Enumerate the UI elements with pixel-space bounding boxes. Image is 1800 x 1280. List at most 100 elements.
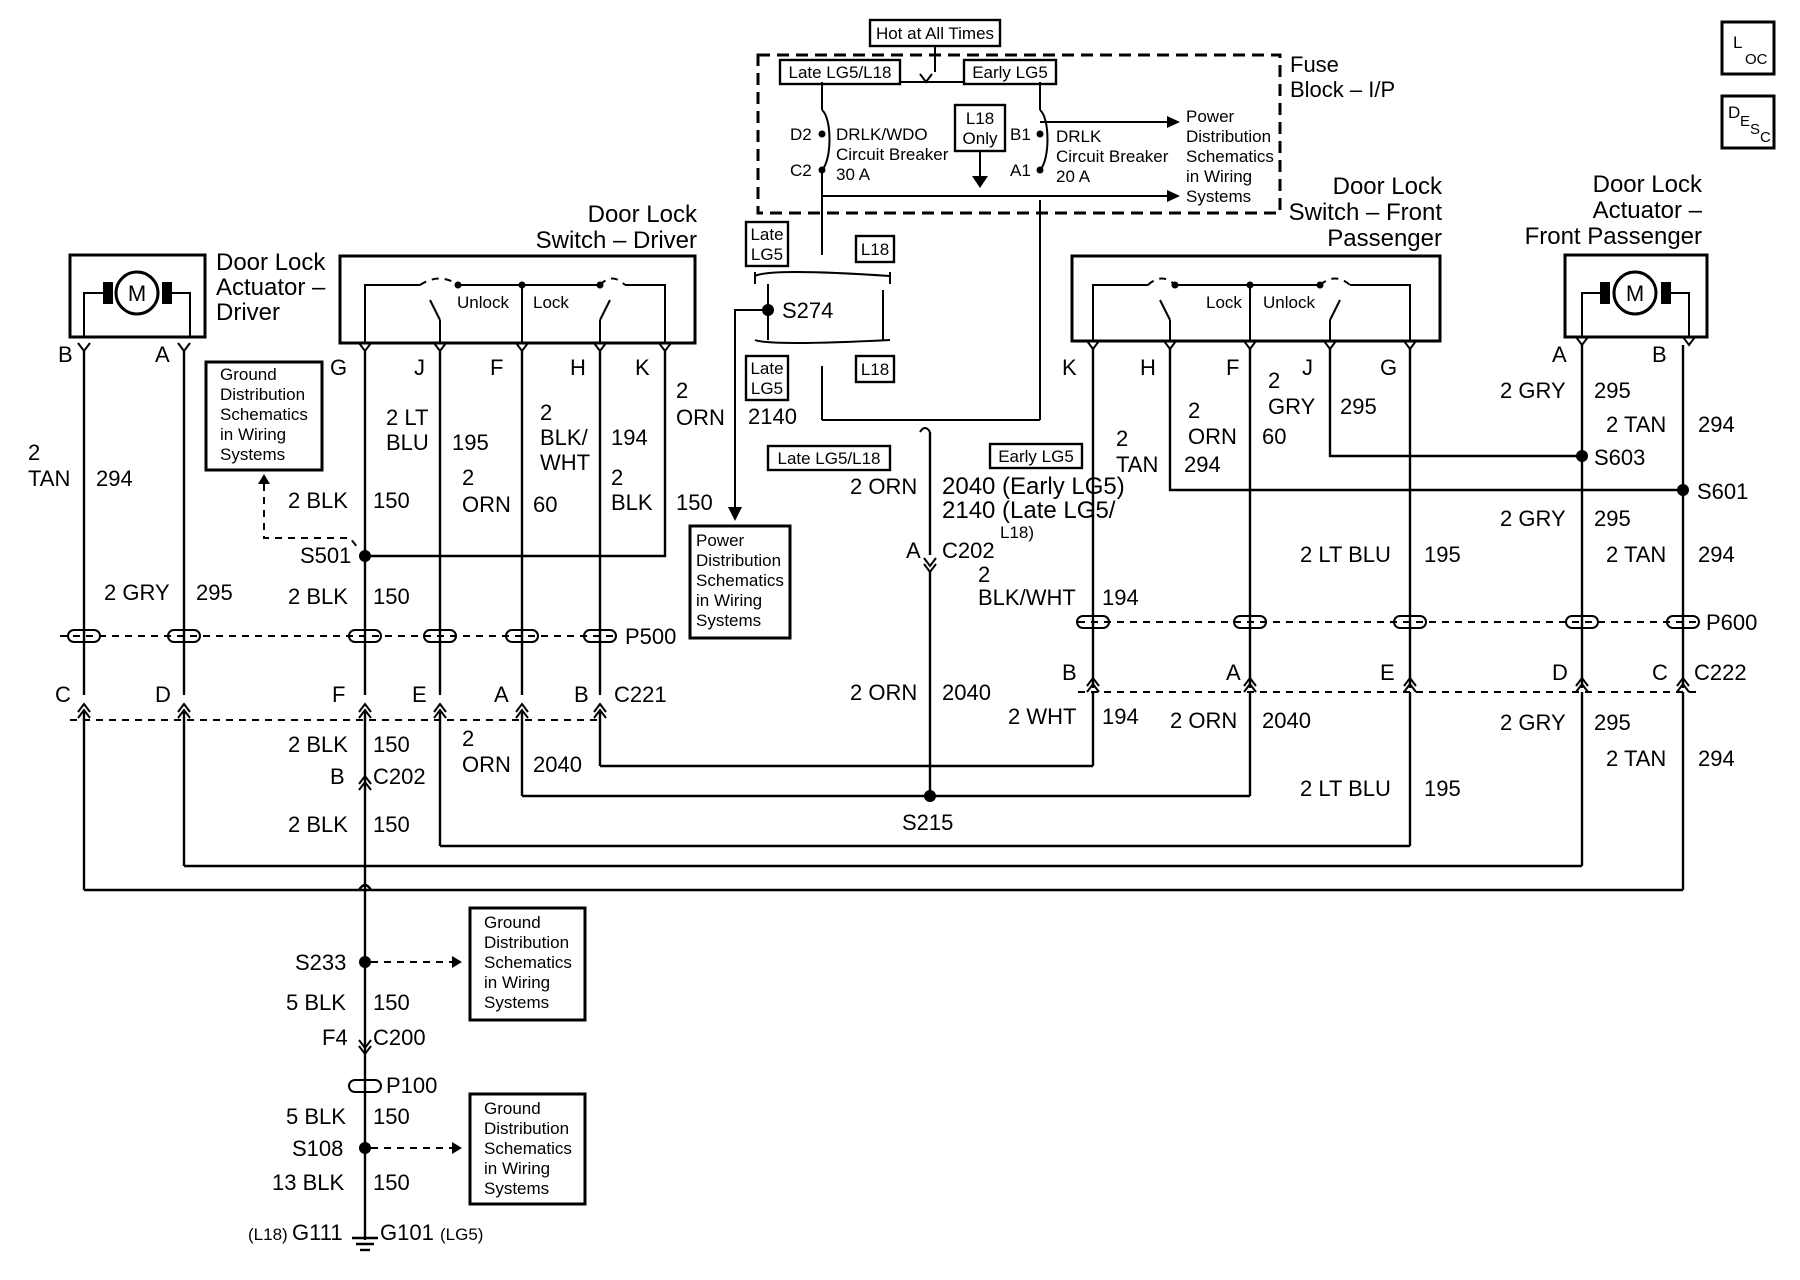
svg-text:60: 60 <box>1262 424 1286 449</box>
svg-text:G: G <box>1380 355 1397 380</box>
svg-text:2: 2 <box>462 465 474 490</box>
svg-text:J: J <box>1302 355 1313 380</box>
svg-text:C2: C2 <box>790 161 812 180</box>
svg-text:BLU: BLU <box>386 430 429 455</box>
svg-text:Systems: Systems <box>484 1179 549 1198</box>
svg-text:BLK/WHT: BLK/WHT <box>978 585 1076 610</box>
svg-text:Schematics: Schematics <box>484 1139 572 1158</box>
loc-main: L <box>1733 33 1742 52</box>
svg-text:2040: 2040 <box>1262 708 1311 733</box>
desc-s: S <box>1750 121 1760 138</box>
svg-text:294: 294 <box>1184 452 1221 477</box>
svg-text:E: E <box>412 682 427 707</box>
option-area: Late LG5 L18 S274 Late LG5 L18 2140 Late… <box>728 170 1084 521</box>
svg-text:2 GRY: 2 GRY <box>1500 710 1566 735</box>
loc-icon[interactable]: L OC <box>1720 20 1776 76</box>
svg-text:2 TAN: 2 TAN <box>1606 412 1666 437</box>
svg-text:P600: P600 <box>1706 610 1757 635</box>
svg-text:Systems: Systems <box>1186 187 1251 206</box>
svg-text:Door Lock: Door Lock <box>1593 171 1703 198</box>
svg-text:2: 2 <box>611 465 623 490</box>
svg-text:Late: Late <box>750 359 783 378</box>
svg-text:Circuit Breaker: Circuit Breaker <box>1056 147 1169 166</box>
svg-text:294: 294 <box>1698 412 1735 437</box>
svg-text:in Wiring: in Wiring <box>484 1159 550 1178</box>
svg-text:Late LG5/L18: Late LG5/L18 <box>777 449 880 468</box>
svg-text:5 BLK: 5 BLK <box>286 1104 346 1129</box>
svg-text:A: A <box>155 342 170 367</box>
svg-text:G: G <box>330 355 347 380</box>
ground-distribution-ref-box-bottom[interactable]: Ground Distribution Schematics in Wiring… <box>468 1092 587 1206</box>
svg-text:Passenger: Passenger <box>1327 225 1442 252</box>
ground-distribution-ref-box-mid[interactable]: Ground Distribution Schematics in Wiring… <box>468 906 587 1022</box>
svg-text:F4: F4 <box>322 1025 348 1050</box>
svg-text:Power: Power <box>696 531 745 550</box>
svg-text:2 BLK: 2 BLK <box>288 584 348 609</box>
desc-icon[interactable]: D E S C <box>1720 94 1776 150</box>
svg-text:G111: G111 <box>292 1220 343 1245</box>
svg-text:2040: 2040 <box>942 680 991 705</box>
svg-text:295: 295 <box>1594 710 1631 735</box>
desc-e: E <box>1740 113 1750 130</box>
svg-text:C200: C200 <box>373 1025 426 1050</box>
svg-text:Distribution: Distribution <box>696 551 781 570</box>
svg-text:Distribution: Distribution <box>1186 127 1271 146</box>
svg-text:F: F <box>1226 355 1239 380</box>
svg-text:2 BLK: 2 BLK <box>288 732 348 757</box>
svg-text:295: 295 <box>1594 506 1631 531</box>
svg-text:295: 295 <box>196 580 233 605</box>
svg-text:BLK/: BLK/ <box>540 425 589 450</box>
svg-text:B: B <box>574 682 589 707</box>
late-lg5-l18-tag-2 <box>766 444 892 472</box>
svg-text:2140: 2140 <box>748 404 797 429</box>
svg-text:A1: A1 <box>1010 161 1031 180</box>
svg-text:Door Lock: Door Lock <box>588 201 698 228</box>
svg-text:Actuator –: Actuator – <box>1593 197 1703 224</box>
power-distribution-ref-box[interactable]: Power Distribution Schematics in Wiring … <box>688 524 792 640</box>
svg-text:S233: S233 <box>295 950 346 975</box>
svg-text:Schematics: Schematics <box>484 953 572 972</box>
ground-distribution-ref-box-left[interactable]: Ground Distribution Schematics in Wiring… <box>204 360 324 472</box>
svg-text:Late LG5/L18: Late LG5/L18 <box>788 63 891 82</box>
svg-text:H: H <box>570 355 586 380</box>
svg-text:K: K <box>1062 355 1077 380</box>
svg-text:DRLK/WDO: DRLK/WDO <box>836 125 928 144</box>
svg-text:2 GRY: 2 GRY <box>1500 506 1566 531</box>
loc-sub: OC <box>1745 51 1768 68</box>
door-lock-actuator-passenger: M Door Lock Actuator – Front Passenger <box>1525 171 1709 339</box>
svg-text:2: 2 <box>540 400 552 425</box>
svg-text:BLK: BLK <box>611 490 653 515</box>
svg-text:Distribution: Distribution <box>484 933 569 952</box>
desc-c: C <box>1760 129 1771 146</box>
svg-text:Unlock: Unlock <box>1263 293 1315 312</box>
svg-text:Only: Only <box>963 129 998 148</box>
svg-text:DRLK: DRLK <box>1056 127 1102 146</box>
svg-text:2 TAN: 2 TAN <box>1606 746 1666 771</box>
fuse-block: Hot at All Times Late LG5/L18 Early LG5 … <box>756 18 1395 215</box>
svg-text:P100: P100 <box>386 1073 437 1098</box>
svg-text:G101: G101 <box>380 1220 434 1245</box>
l18-tag-2 <box>854 354 896 384</box>
svg-text:Door Lock: Door Lock <box>216 249 326 276</box>
svg-text:2: 2 <box>28 440 40 465</box>
early-lg5-tag <box>962 58 1058 86</box>
svg-text:S501: S501 <box>300 543 351 568</box>
door-lock-actuator-driver: M Door Lock Actuator – Driver <box>68 249 326 339</box>
svg-text:J: J <box>414 355 425 380</box>
svg-text:B1: B1 <box>1010 125 1031 144</box>
svg-text:150: 150 <box>373 584 410 609</box>
svg-text:13 BLK: 13 BLK <box>272 1170 344 1195</box>
svg-text:LG5: LG5 <box>751 379 783 398</box>
svg-text:Switch – Driver: Switch – Driver <box>536 227 697 254</box>
l18-tag-1 <box>854 234 896 264</box>
svg-text:150: 150 <box>373 812 410 837</box>
svg-text:B: B <box>330 764 345 789</box>
svg-text:150: 150 <box>373 732 410 757</box>
svg-text:195: 195 <box>1424 542 1461 567</box>
svg-text:C221: C221 <box>614 682 667 707</box>
svg-text:S601: S601 <box>1697 479 1748 504</box>
svg-text:L18: L18 <box>966 109 994 128</box>
svg-text:2: 2 <box>1268 368 1280 393</box>
early-lg5-tag-2 <box>988 442 1084 470</box>
